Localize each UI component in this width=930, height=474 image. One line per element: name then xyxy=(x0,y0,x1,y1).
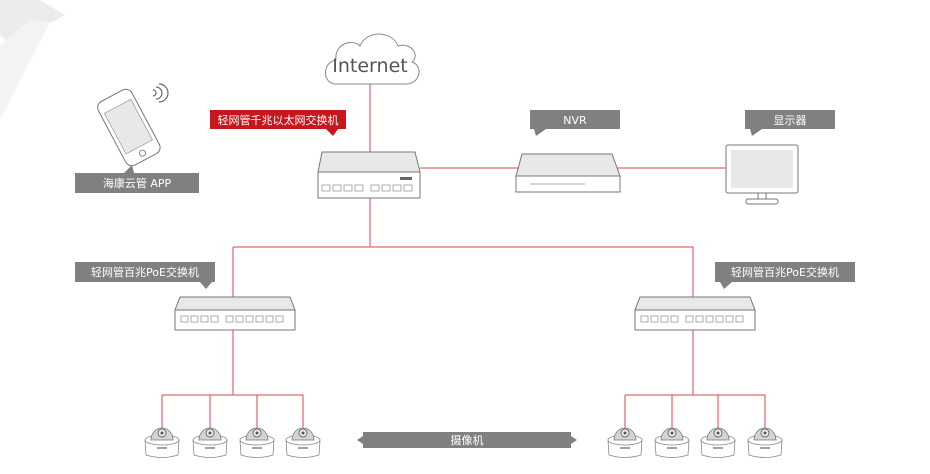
port-icon xyxy=(210,315,219,323)
dome-camera-icon xyxy=(607,427,643,458)
app-text: 海康云管 APP xyxy=(103,176,172,190)
port-icon xyxy=(245,315,254,323)
poe-right-label: 轻网管百兆PoE交换机 xyxy=(715,262,855,289)
monitor-text: 显示器 xyxy=(774,114,807,127)
port-icon xyxy=(332,184,342,192)
port-icon xyxy=(265,315,274,323)
port-icon xyxy=(660,315,669,323)
decorative-shard xyxy=(0,0,65,120)
dome-camera-icon xyxy=(144,427,180,458)
port-icon xyxy=(695,315,704,323)
dome-camera-icon xyxy=(747,427,783,458)
cameras-text: 摄像机 xyxy=(451,433,484,447)
poe-left-label: 轻网管百兆PoE交换机 xyxy=(75,262,215,289)
dome-camera-icon xyxy=(285,427,321,458)
dome-camera-icon xyxy=(700,427,736,458)
port-icon xyxy=(190,315,199,323)
cameras-banner: 摄像机 xyxy=(357,432,577,448)
core-switch-icon xyxy=(317,151,421,199)
phone-icon xyxy=(97,83,169,167)
port-icon xyxy=(735,315,744,323)
port-icon xyxy=(200,315,209,323)
wifi-signal-icon xyxy=(152,83,169,103)
port-icon xyxy=(275,315,284,323)
nvr-text: NVR xyxy=(563,114,587,127)
dome-camera-icon xyxy=(192,427,228,458)
poe-left-text: 轻网管百兆PoE交换机 xyxy=(91,265,199,279)
port-icon xyxy=(180,315,189,323)
monitor-label: 显示器 xyxy=(745,110,835,136)
port-icon xyxy=(715,315,724,323)
port-icon xyxy=(705,315,714,323)
port-icon xyxy=(235,315,244,323)
port-icon xyxy=(640,315,649,323)
port-icon xyxy=(381,184,391,192)
port-icon xyxy=(685,315,694,323)
cameras xyxy=(144,427,783,458)
port-icon xyxy=(670,315,679,323)
port-icon xyxy=(255,315,264,323)
poe-left-switch-icon xyxy=(174,296,296,331)
monitor-icon xyxy=(725,144,799,205)
core-switch-text: 轻网管千兆以太网交换机 xyxy=(218,113,339,127)
port-icon xyxy=(225,315,234,323)
internet-label: Internet xyxy=(332,55,407,77)
port-icon xyxy=(725,315,734,323)
port-icon xyxy=(343,184,353,192)
port-icon xyxy=(650,315,659,323)
port-icon xyxy=(403,184,413,192)
nvr-label: NVR xyxy=(530,110,620,136)
port-icon xyxy=(354,184,364,192)
poe-right-switch-icon xyxy=(634,296,756,331)
dome-camera-icon xyxy=(239,427,275,458)
port-icon xyxy=(321,184,331,192)
port-icon xyxy=(392,184,402,192)
internet-cloud: Internet xyxy=(325,33,420,85)
dome-camera-icon xyxy=(654,427,690,458)
nvr-icon xyxy=(515,153,621,193)
port-icon xyxy=(370,184,380,192)
app-label: 海康云管 APP xyxy=(75,165,199,193)
poe-right-text: 轻网管百兆PoE交换机 xyxy=(731,265,839,279)
core-switch-label: 轻网管千兆以太网交换机 xyxy=(210,110,346,136)
wires xyxy=(161,84,766,428)
